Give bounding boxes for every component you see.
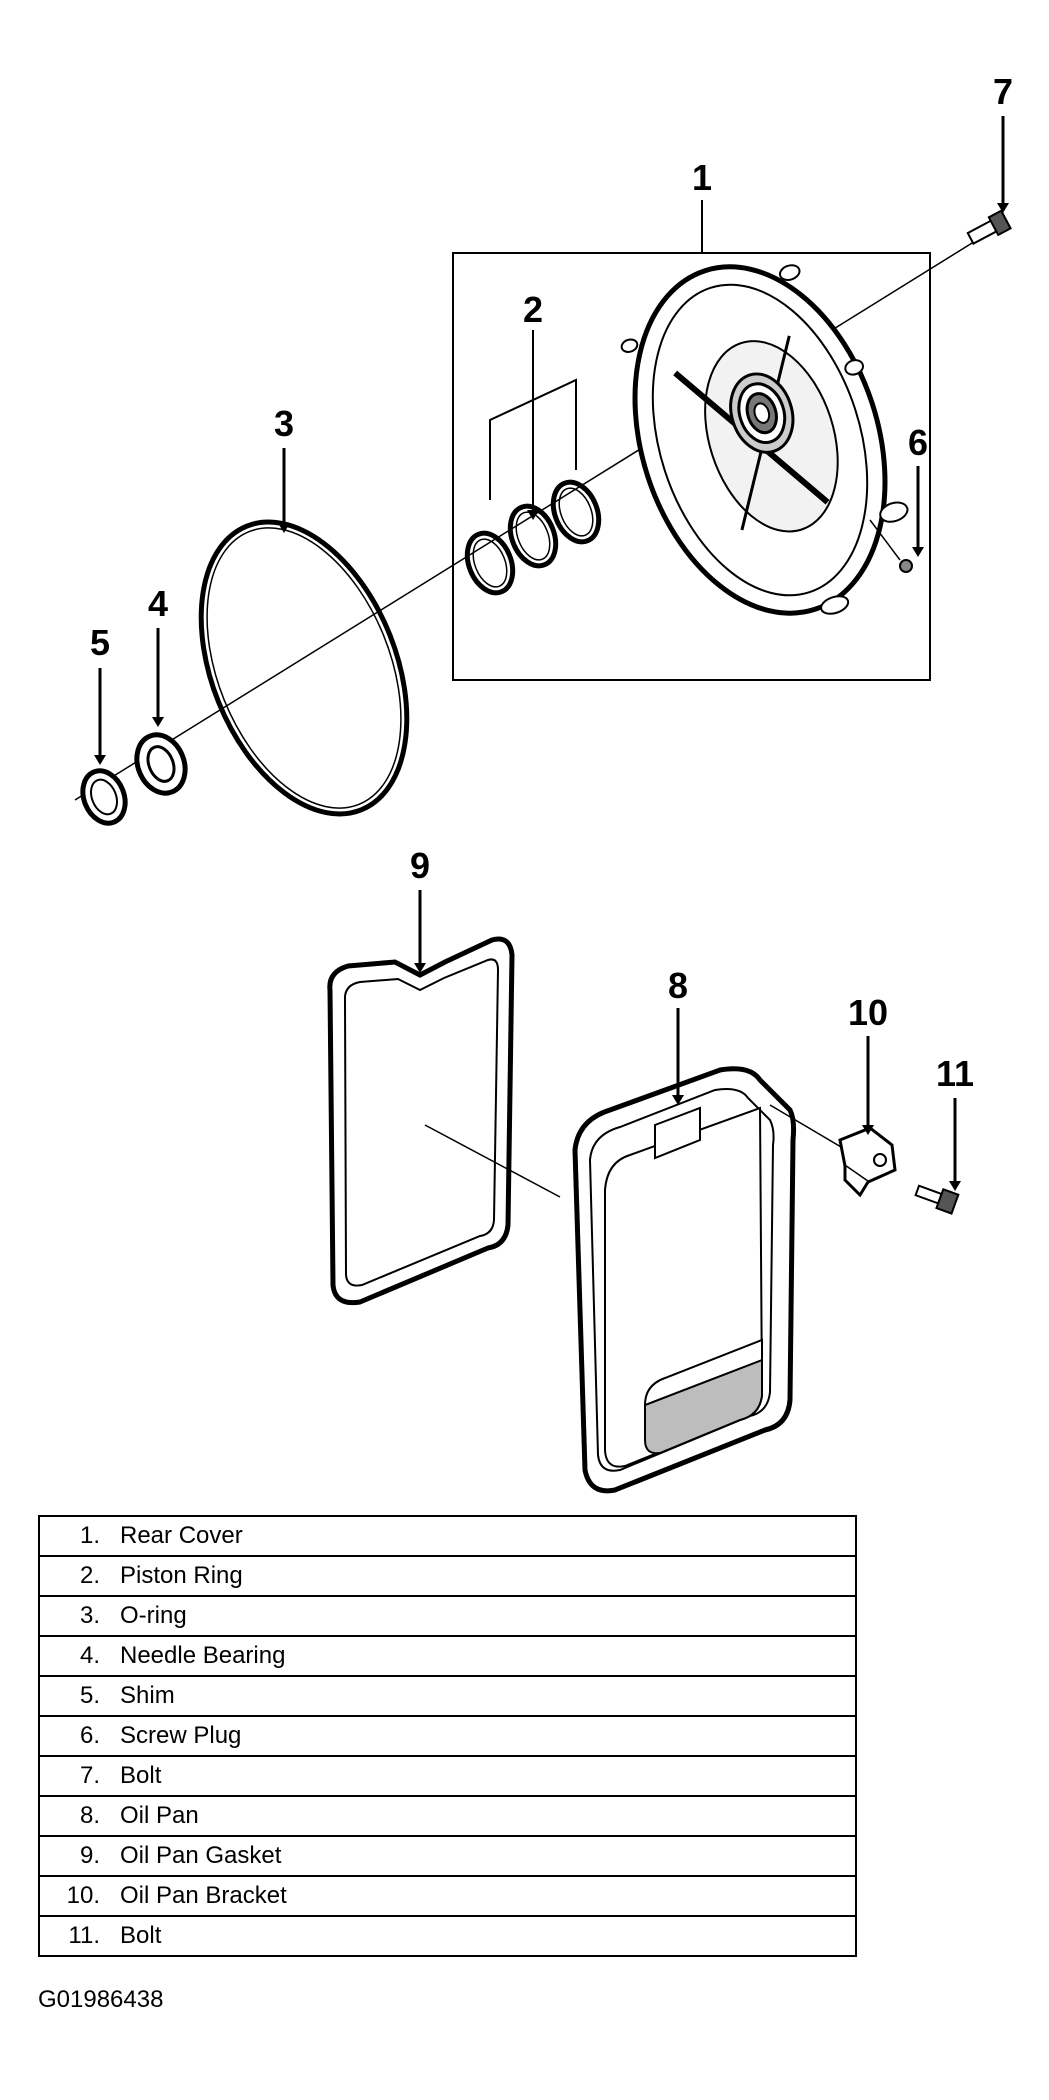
bolt-part-top bbox=[966, 209, 1012, 245]
callout-label: 4 bbox=[148, 583, 168, 624]
oil-pan-gasket-part bbox=[327, 936, 515, 1306]
gasket-pan-axis-line bbox=[424, 1124, 561, 1198]
callout-5: 5 bbox=[90, 622, 110, 765]
legend-number: 9. bbox=[38, 1835, 114, 1877]
callout-9: 9 bbox=[410, 845, 430, 973]
rear-cover-frame bbox=[452, 252, 931, 681]
o-ring-part bbox=[198, 519, 410, 817]
legend-name: Bolt bbox=[114, 1915, 857, 1957]
legend-number: 8. bbox=[38, 1795, 114, 1837]
bolt-part-bottom bbox=[914, 1184, 960, 1215]
piston-ring-parts bbox=[464, 479, 602, 596]
callout-label: 8 bbox=[668, 965, 688, 1006]
legend-number: 11. bbox=[38, 1915, 114, 1957]
needle-bearing-part bbox=[134, 732, 188, 796]
table-row: 11. Bolt bbox=[38, 1915, 857, 1957]
callout-label: 3 bbox=[274, 403, 294, 444]
legend-number: 4. bbox=[38, 1635, 114, 1677]
table-row: 4. Needle Bearing bbox=[38, 1635, 857, 1677]
oil-pan-part bbox=[572, 1066, 797, 1494]
callout-label: 2 bbox=[523, 289, 543, 330]
legend-number: 3. bbox=[38, 1595, 114, 1637]
callout-label: 10 bbox=[848, 992, 888, 1033]
callout-7: 7 bbox=[993, 71, 1013, 213]
legend-name: Screw Plug bbox=[114, 1715, 857, 1757]
legend-name: Piston Ring bbox=[114, 1555, 857, 1597]
legend-number: 10. bbox=[38, 1875, 114, 1917]
legend-name: Oil Pan bbox=[114, 1795, 857, 1837]
legend-number: 1. bbox=[38, 1515, 114, 1557]
legend-name: Oil Pan Bracket bbox=[114, 1875, 857, 1917]
table-row: 5. Shim bbox=[38, 1675, 857, 1717]
rear-cover-assembly bbox=[74, 209, 1012, 826]
table-row: 7. Bolt bbox=[38, 1755, 857, 1797]
callout-label: 5 bbox=[90, 622, 110, 663]
legend-number: 2. bbox=[38, 1555, 114, 1597]
table-row: 8. Oil Pan bbox=[38, 1795, 857, 1837]
callout-10: 10 bbox=[848, 992, 888, 1135]
rear-cover-part bbox=[620, 264, 909, 616]
table-row: 10. Oil Pan Bracket bbox=[38, 1875, 857, 1917]
legend-number: 7. bbox=[38, 1755, 114, 1797]
exploded-parts-diagram: 1 2 3 4 5 6 7 8 9 10 11 bbox=[74, 71, 1013, 1494]
legend-number: 5. bbox=[38, 1675, 114, 1717]
callout-6: 6 bbox=[908, 422, 928, 557]
shim-part bbox=[80, 768, 128, 826]
legend-name: Bolt bbox=[114, 1755, 857, 1797]
callout-label: 6 bbox=[908, 422, 928, 463]
legend-number: 6. bbox=[38, 1715, 114, 1757]
table-row: 1. Rear Cover bbox=[38, 1515, 857, 1557]
table-row: 6. Screw Plug bbox=[38, 1715, 857, 1757]
callout-3: 3 bbox=[274, 403, 294, 533]
oil-pan-assembly bbox=[327, 936, 960, 1494]
parts-legend-table: 1. Rear Cover 2. Piston Ring 3. O-ring 4… bbox=[38, 1515, 857, 1957]
table-row: 3. O-ring bbox=[38, 1595, 857, 1637]
oil-pan-bracket-part bbox=[838, 1126, 897, 1198]
legend-name: Oil Pan Gasket bbox=[114, 1835, 857, 1877]
callout-11: 11 bbox=[936, 1053, 974, 1191]
table-row: 9. Oil Pan Gasket bbox=[38, 1835, 857, 1877]
callout-label: 9 bbox=[410, 845, 430, 886]
callout-label: 1 bbox=[692, 157, 712, 198]
callout-label: 7 bbox=[993, 71, 1013, 112]
legend-name: Shim bbox=[114, 1675, 857, 1717]
screw-plug-part bbox=[869, 519, 913, 573]
callout-8: 8 bbox=[668, 965, 688, 1105]
callout-2: 2 bbox=[523, 289, 543, 330]
legend-name: O-ring bbox=[114, 1595, 857, 1637]
callout-label: 11 bbox=[936, 1053, 974, 1094]
callout-4: 4 bbox=[148, 583, 168, 727]
table-row: 2. Piston Ring bbox=[38, 1555, 857, 1597]
callout-1: 1 bbox=[692, 157, 712, 253]
figure-code: G01986438 bbox=[38, 1986, 164, 2013]
legend-name: Needle Bearing bbox=[114, 1635, 857, 1677]
legend-name: Rear Cover bbox=[114, 1515, 857, 1557]
